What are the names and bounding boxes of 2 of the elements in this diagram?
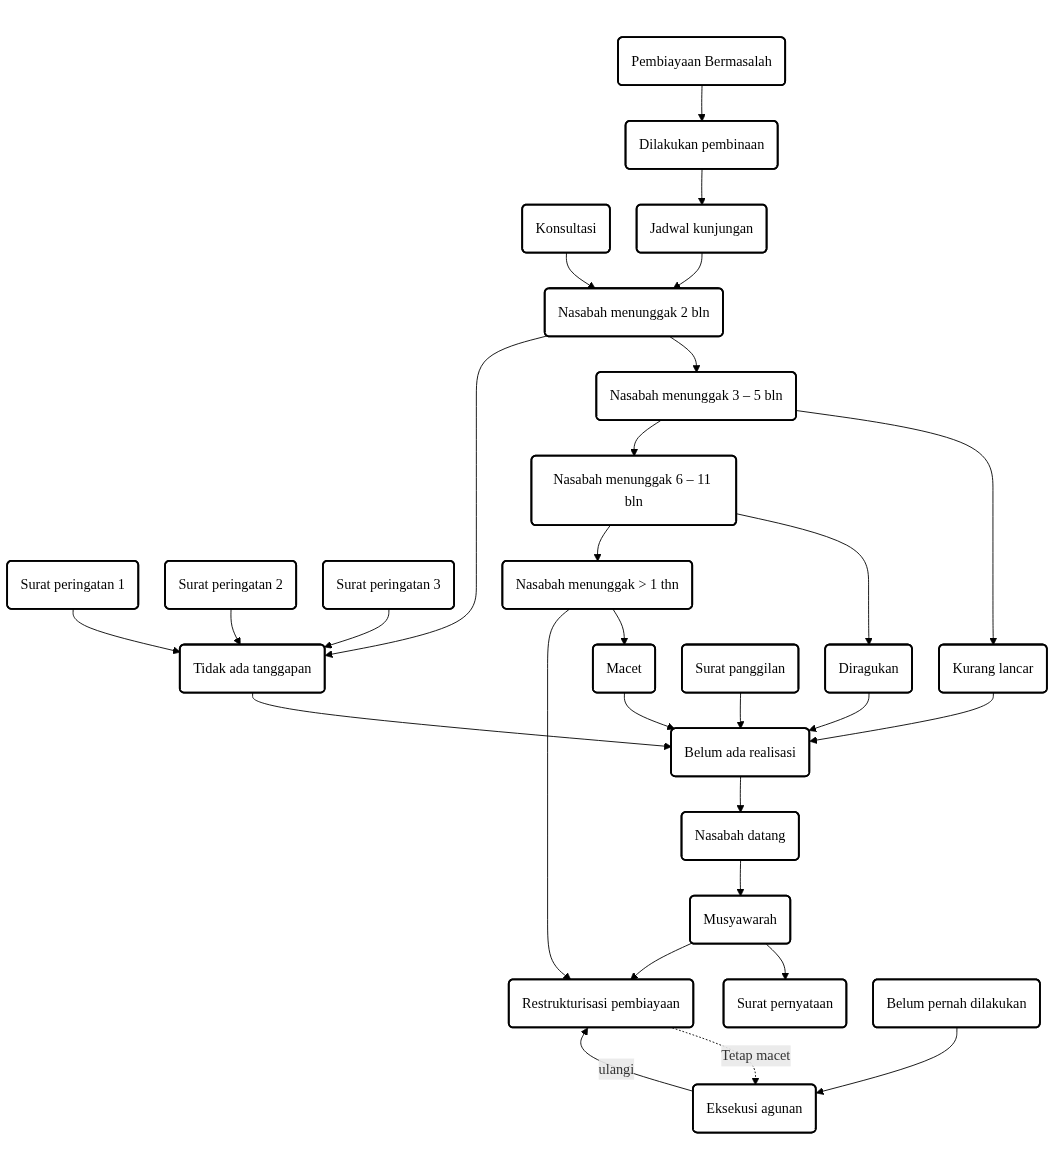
edge-label: ulangi [598, 1060, 635, 1076]
edge-label: Tetap macet [721, 1047, 791, 1063]
